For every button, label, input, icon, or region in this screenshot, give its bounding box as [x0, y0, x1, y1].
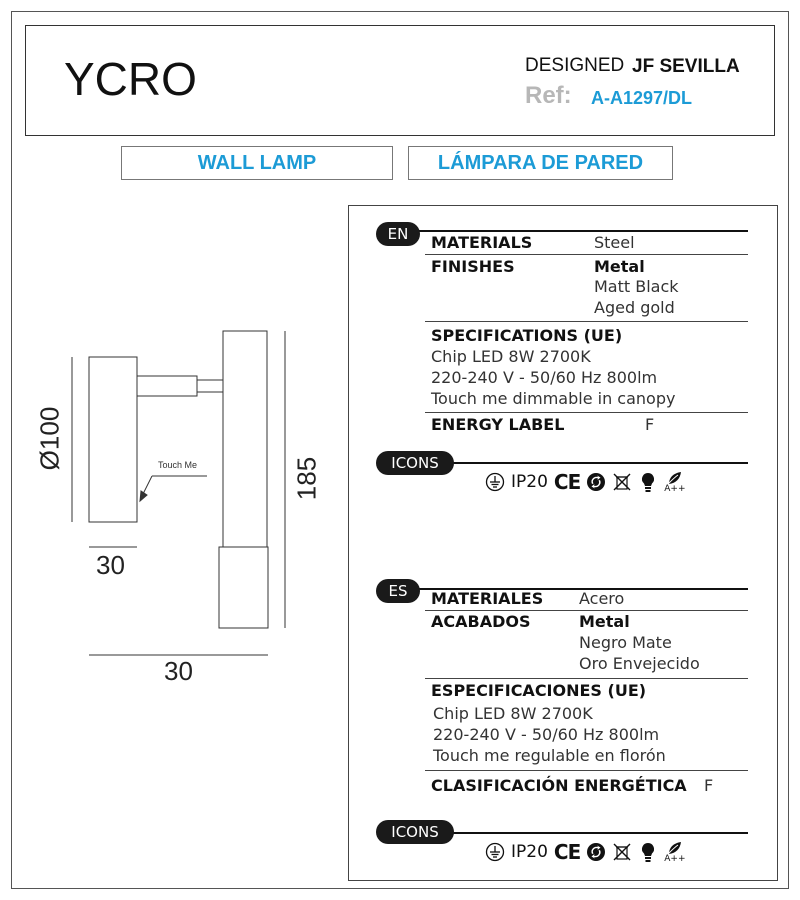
technical-drawing: [71, 330, 286, 656]
es-spec-line: Touch me regulable en florón: [433, 746, 666, 765]
en-spec-line: Touch me dimmable in canopy: [431, 389, 676, 408]
en-badge: EN: [376, 222, 420, 246]
es-icons-row: IP20 CE A++: [485, 840, 686, 864]
es-finishes-label: ACABADOS: [431, 612, 531, 631]
en-icons-line: [420, 462, 748, 464]
product-name: YCRO: [64, 53, 197, 105]
energy-class-label: A++: [664, 483, 686, 494]
arm-shape: [136, 375, 198, 397]
en-line-3: [425, 412, 748, 413]
energy-leaf-icon: [667, 841, 681, 854]
es-line-1: [425, 610, 748, 611]
en-energy-value: F: [645, 415, 655, 434]
es-finish-item: Oro Envejecido: [579, 654, 700, 673]
en-icons-badge-label: ICONS: [391, 454, 439, 472]
en-finishes-head: Metal: [594, 257, 645, 276]
en-finishes-label: FINISHES: [431, 257, 515, 276]
ground-icon: [485, 472, 505, 492]
width-label: 30: [164, 656, 193, 686]
en-icons-badge: ICONS: [376, 451, 454, 475]
es-energy-value: F: [704, 776, 714, 795]
es-icons-badge: ICONS: [376, 820, 454, 844]
energy-leaf-group: A++: [664, 841, 686, 864]
es-badge-label: ES: [388, 582, 408, 600]
en-line-2: [425, 321, 748, 322]
page-frame: [11, 11, 789, 889]
ground-icon: [485, 842, 505, 862]
type-en-box: WALL LAMP: [121, 146, 393, 180]
diameter-label: Ø100: [34, 406, 65, 471]
header-box: [25, 25, 775, 136]
ip-rating: IP20: [511, 842, 548, 862]
designer-name: JF SEVILLA: [632, 56, 740, 77]
en-line-1: [425, 254, 748, 255]
height-label: 185: [291, 456, 322, 501]
es-materials-label: MATERIALES: [431, 589, 544, 608]
en-energy-label: ENERGY LABEL: [431, 415, 565, 434]
en-spec-line: Chip LED 8W 2700K: [431, 347, 591, 366]
es-line-3: [425, 770, 748, 771]
es-badge: ES: [376, 579, 420, 603]
energy-leaf-icon: [667, 471, 681, 484]
ref-label: Ref:: [525, 82, 572, 109]
weee-bin-icon: [613, 843, 631, 861]
depth-label: 30: [96, 550, 125, 580]
es-icons-badge-label: ICONS: [391, 823, 439, 841]
ref-value: A-A1297/DL: [591, 88, 693, 108]
recycle-icon: [587, 843, 606, 861]
en-finish-item: Aged gold: [594, 298, 675, 317]
es-materials-value: Acero: [579, 589, 625, 608]
designed-label: DESIGNED: [525, 55, 625, 76]
en-badge-label: EN: [387, 225, 409, 243]
type-en-label: WALL LAMP: [197, 151, 317, 174]
es-specs-label: ESPECIFICACIONES (UE): [431, 681, 647, 700]
tube-base-shape: [218, 546, 269, 629]
ip-rating: IP20: [511, 472, 548, 492]
en-specs-label: SPECIFICATIONS (UE): [431, 326, 623, 345]
led-bulb-icon: [642, 472, 655, 492]
joint-shape: [196, 379, 224, 393]
en-spec-line: 220-240 V - 50/60 Hz 800lm: [431, 368, 658, 387]
touch-arrow-head: [139, 490, 148, 503]
es-line-2: [425, 678, 748, 679]
es-finishes-head: Metal: [579, 612, 630, 631]
led-bulb-icon: [642, 842, 655, 862]
es-spec-line: 220-240 V - 50/60 Hz 800lm: [433, 725, 660, 744]
en-top-line: [410, 230, 748, 232]
touch-me-label: Touch Me: [158, 460, 198, 470]
en-materials-value: Steel: [594, 233, 635, 252]
ce-mark-icon: CE: [553, 470, 581, 494]
type-es-box: LÁMPARA DE PARED: [408, 146, 673, 180]
weee-bin-icon: [613, 473, 631, 491]
type-es-label: LÁMPARA DE PARED: [437, 151, 644, 174]
energy-class-label: A++: [664, 853, 686, 864]
tube-shape: [222, 330, 268, 548]
en-materials-label: MATERIALS: [431, 233, 533, 252]
energy-leaf-group: A++: [664, 471, 686, 494]
spec-panel: [348, 205, 778, 881]
ce-mark-icon: CE: [553, 840, 581, 864]
es-energy-label: CLASIFICACIÓN ENERGÉTICA: [431, 776, 687, 795]
canopy-shape: [88, 356, 138, 523]
es-finish-item: Negro Mate: [579, 633, 672, 652]
recycle-icon: [587, 473, 606, 491]
en-finish-item: Matt Black: [594, 277, 679, 296]
en-icons-row: IP20 CE A++: [485, 470, 686, 494]
es-icons-line: [420, 832, 748, 834]
es-spec-line: Chip LED 8W 2700K: [433, 704, 593, 723]
es-top-line: [410, 588, 748, 590]
